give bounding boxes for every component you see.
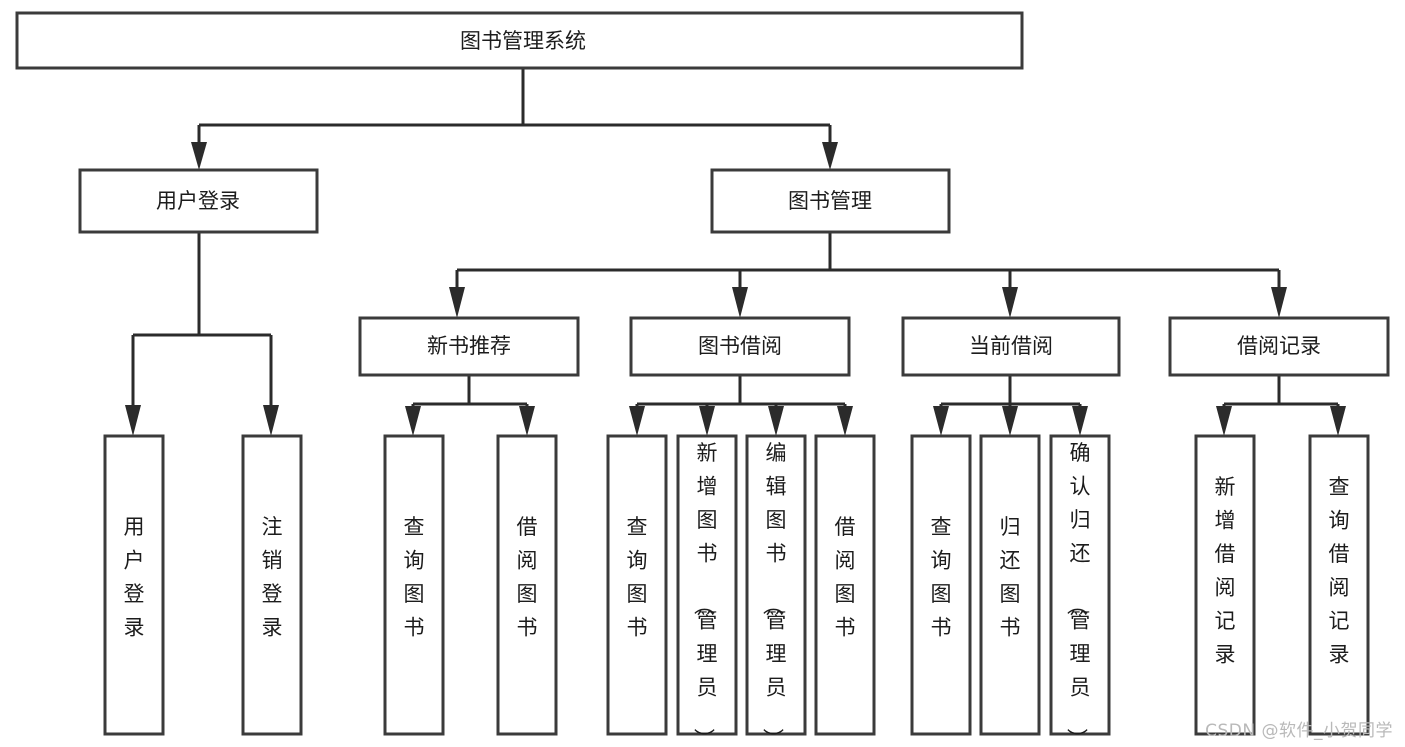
arrow-head-books-to-recommend — [449, 287, 465, 318]
node-borrow-record[interactable]: 借阅记录 — [1168, 316, 1390, 377]
leaf-node[interactable]: 查询图书 — [383, 434, 445, 736]
connector-group-borrow — [629, 375, 853, 436]
leaf-label-borrow-2: 新增图书（管理员） — [692, 441, 718, 747]
leaf-box-record-1[interactable] — [1194, 434, 1256, 736]
connector-group-recommend — [405, 375, 535, 436]
leaf-box-borrow-3[interactable] — [745, 434, 807, 736]
leaf-label-current-3: 确认归还（管理员） — [1065, 441, 1091, 747]
leaf-label-borrow-3: 编辑图书（管理员） — [761, 441, 787, 747]
arrow-head-books-to-borrow — [732, 287, 748, 318]
connector-group-current — [933, 375, 1088, 436]
node-book-manage-label: 图书管理 — [788, 189, 872, 213]
arrow-head-record-leaf-1 — [1216, 406, 1232, 436]
csdn-watermark: CSDN @软件_小贺同学 — [1205, 721, 1393, 741]
arrow-head-user-leaf-1 — [125, 405, 141, 436]
leaf-box-record-2[interactable] — [1308, 434, 1370, 736]
arrow-head-current-leaf-2 — [1002, 406, 1018, 436]
node-borrow-record-label: 借阅记录 — [1237, 334, 1321, 358]
node-new-book-recommend-label: 新书推荐 — [427, 334, 511, 358]
leaf-label-borrow-4: 借阅图书 — [835, 515, 856, 640]
arrow-head-borrow-leaf-3 — [768, 406, 784, 436]
leaf-box-user-login-1[interactable] — [103, 434, 165, 736]
leaf-node[interactable]: 借阅图书 — [496, 434, 558, 736]
connector-group-book-manage — [449, 232, 1287, 318]
leaf-label-borrow-1: 查询图书 — [627, 515, 648, 640]
leaf-label-user-login-2: 注销登录 — [262, 515, 283, 640]
node-book-borrow-label: 图书借阅 — [698, 334, 782, 358]
arrow-head-root-to-books — [822, 142, 838, 170]
leaf-node[interactable]: 借阅图书 — [814, 434, 876, 736]
leaf-label-user-login-1: 用户登录 — [124, 515, 145, 640]
leaf-label-recommend-1: 查询图书 — [404, 515, 425, 640]
connector-group-user-login — [125, 232, 279, 436]
arrow-head-borrow-leaf-4 — [837, 406, 853, 436]
node-book-borrow[interactable]: 图书借阅 — [629, 316, 851, 377]
leaf-node[interactable]: 用户登录 — [103, 434, 165, 736]
arrow-head-root-to-user — [191, 142, 207, 170]
node-borrow-record-box[interactable] — [1168, 316, 1390, 377]
leaf-box-borrow-4[interactable] — [814, 434, 876, 736]
leaf-box-current-3[interactable] — [1049, 434, 1111, 736]
connector-group-root — [191, 68, 838, 170]
leaf-label-current-2: 归还图书 — [1000, 515, 1021, 640]
connector-group-record — [1216, 375, 1346, 436]
node-book-borrow-box[interactable] — [629, 316, 851, 377]
arrow-head-recommend-leaf-1 — [405, 406, 421, 436]
leaf-label-current-1: 查询图书 — [931, 515, 952, 640]
leaf-box-borrow-2[interactable] — [676, 434, 738, 736]
leaf-node[interactable]: 查询借阅记录 — [1308, 434, 1370, 736]
node-root[interactable]: 图书管理系统 — [15, 11, 1024, 70]
leaf-box-user-login-2[interactable] — [241, 434, 303, 736]
node-book-manage[interactable]: 图书管理 — [710, 168, 951, 234]
node-new-book-recommend-box[interactable] — [358, 316, 580, 377]
arrow-head-borrow-leaf-1 — [629, 406, 645, 436]
leaf-label-record-1: 新增借阅记录 — [1215, 475, 1236, 667]
node-current-borrow-box[interactable] — [901, 316, 1121, 377]
arrow-head-current-leaf-1 — [933, 406, 949, 436]
arrow-head-recommend-leaf-2 — [519, 406, 535, 436]
node-user-login[interactable]: 用户登录 — [78, 168, 319, 234]
arrow-head-user-leaf-2 — [263, 405, 279, 436]
leaf-box-current-1[interactable] — [910, 434, 972, 736]
leaf-node[interactable]: 查询图书 — [606, 434, 668, 736]
leaf-node[interactable]: 归还图书 — [979, 434, 1041, 736]
leaf-label-recommend-2: 借阅图书 — [517, 515, 538, 640]
arrow-head-record-leaf-2 — [1330, 406, 1346, 436]
leaf-box-recommend-1[interactable] — [383, 434, 445, 736]
node-book-manage-box[interactable] — [710, 168, 951, 234]
leaf-box-current-2[interactable] — [979, 434, 1041, 736]
node-root-label: 图书管理系统 — [460, 29, 586, 53]
leaf-node[interactable]: 注销登录 — [241, 434, 303, 736]
leaf-node[interactable]: 查询图书 — [910, 434, 972, 736]
leaf-box-recommend-2[interactable] — [496, 434, 558, 736]
node-current-borrow-label: 当前借阅 — [969, 334, 1053, 358]
leaf-node[interactable]: 编辑图书（管理员） — [745, 434, 807, 747]
arrow-head-current-leaf-3 — [1072, 406, 1088, 436]
arrow-head-books-to-current — [1002, 287, 1018, 318]
leaf-box-borrow-1[interactable] — [606, 434, 668, 736]
arrow-head-books-to-record — [1271, 287, 1287, 318]
leaf-node[interactable]: 确认归还（管理员） — [1049, 434, 1111, 747]
node-current-borrow[interactable]: 当前借阅 — [901, 316, 1121, 377]
node-root-box[interactable] — [15, 11, 1024, 70]
node-user-login-box[interactable] — [78, 168, 319, 234]
leaf-node[interactable]: 新增图书（管理员） — [676, 434, 738, 747]
leaf-node[interactable]: 新增借阅记录 — [1194, 434, 1256, 736]
arrow-head-borrow-leaf-2 — [699, 406, 715, 436]
node-new-book-recommend[interactable]: 新书推荐 — [358, 316, 580, 377]
node-user-login-label: 用户登录 — [156, 189, 240, 213]
leaf-label-record-2: 查询借阅记录 — [1329, 475, 1350, 667]
